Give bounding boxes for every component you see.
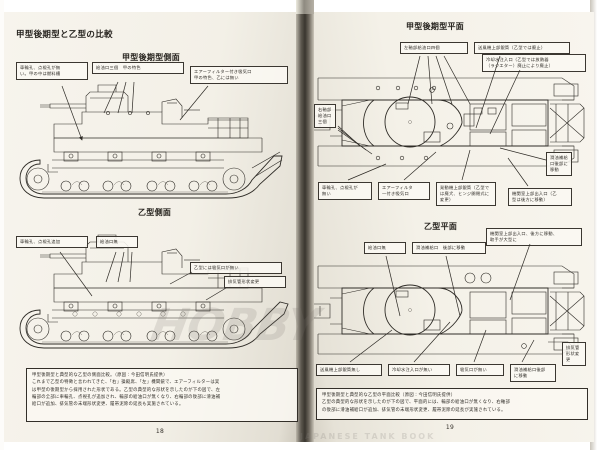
tank-side-view-ko-drawing: [19, 84, 283, 199]
note-otsu-side-1: 車輪孔、点視孔追加: [16, 236, 88, 249]
note-ko-plan-3: 冷却水注入口（乙型では放熱器 （ラジエター）廃止により廃止）: [482, 54, 586, 73]
tank-plan-view-otsu-drawing: [314, 265, 585, 355]
tank-side-view-otsu-drawing: [19, 234, 289, 349]
note-otsu-plan-8: 排気管 形状変 更: [562, 342, 586, 367]
scan-edge-right: [590, 0, 600, 450]
note-ko-plan-4: 右軸部 給油口 三個: [314, 104, 336, 129]
note-ko-side-1: 車輪孔、点視孔が無 い。甲の中は燃料槽: [16, 62, 88, 81]
note-ko-side-3: エアーフィルター付き吸気口 甲の特色、乙には無い: [190, 66, 288, 85]
figure-title-ko-plan: 甲型後期型平面: [406, 22, 465, 31]
note-otsu-side-3: 乙型には吸気口が無い: [190, 262, 282, 275]
left-page-heading: 甲型後期型と乙型の比較: [16, 30, 113, 40]
scan-edge-bottom: [0, 442, 600, 450]
left-page-number: 18: [155, 428, 165, 435]
note-ko-plan-2: 送風機上部銀筒（乙型では廃止）: [474, 42, 570, 55]
note-ko-plan-6: 車輪孔、点視孔が 無い: [318, 182, 372, 201]
right-page-number: 19: [445, 424, 455, 431]
right-page-caption: 甲型後期型と典型的な乙型の平面比較（原図：今田信明氏提供） 乙型の典型的な形状を…: [316, 388, 588, 420]
book-gutter-top: [296, 0, 314, 14]
note-otsu-plan-7: 滑油補給口後部 に移動: [510, 364, 556, 383]
note-otsu-plan-1: 給油口無: [364, 242, 406, 255]
note-otsu-plan-3: 機関室上部出入口、後方に移動、 取手が大型に: [486, 228, 582, 247]
left-page-caption: 甲型後期型と典型的な乙型の側面比較。（原図：今田信明氏提供） これまで乙型の特徴…: [26, 368, 298, 422]
figure-title-otsu-plan: 乙型平面: [424, 222, 458, 231]
book-gutter: [296, 12, 314, 442]
figure-title-otsu-side: 乙型側面: [138, 208, 172, 217]
note-otsu-plan-4: 送風機上部銀筒無し: [316, 364, 382, 377]
note-otsu-side-4: 排気管形状変更: [224, 276, 286, 289]
note-ko-plan-9: 機関室上部出入口（乙 型は後方に移動）: [508, 188, 572, 207]
note-ko-plan-5: 滑油補給 口後部に 移動: [546, 152, 572, 177]
scan-edge-left: [0, 0, 4, 450]
note-otsu-side-2: 給油口無: [96, 236, 138, 249]
note-otsu-plan-5: 冷却水注入口が無い: [388, 364, 450, 377]
note-otsu-plan-6: 吸気口が無い: [456, 364, 504, 377]
note-ko-plan-1: 左軸部給油口四個: [400, 42, 468, 55]
note-ko-plan-7: エアーフィルタ 一付き吸気口: [378, 182, 430, 201]
note-ko-plan-8: 発動機上部銀筒（乙型で は廃犬、ヒンジ開閉式に 変更）: [436, 182, 496, 207]
note-otsu-plan-2: 滑油補給口 後部に移動: [412, 242, 486, 255]
figure-title-ko-side: 甲型後期型側面: [122, 53, 181, 62]
note-ko-side-2: 給油口三個 甲の特色: [92, 62, 184, 75]
